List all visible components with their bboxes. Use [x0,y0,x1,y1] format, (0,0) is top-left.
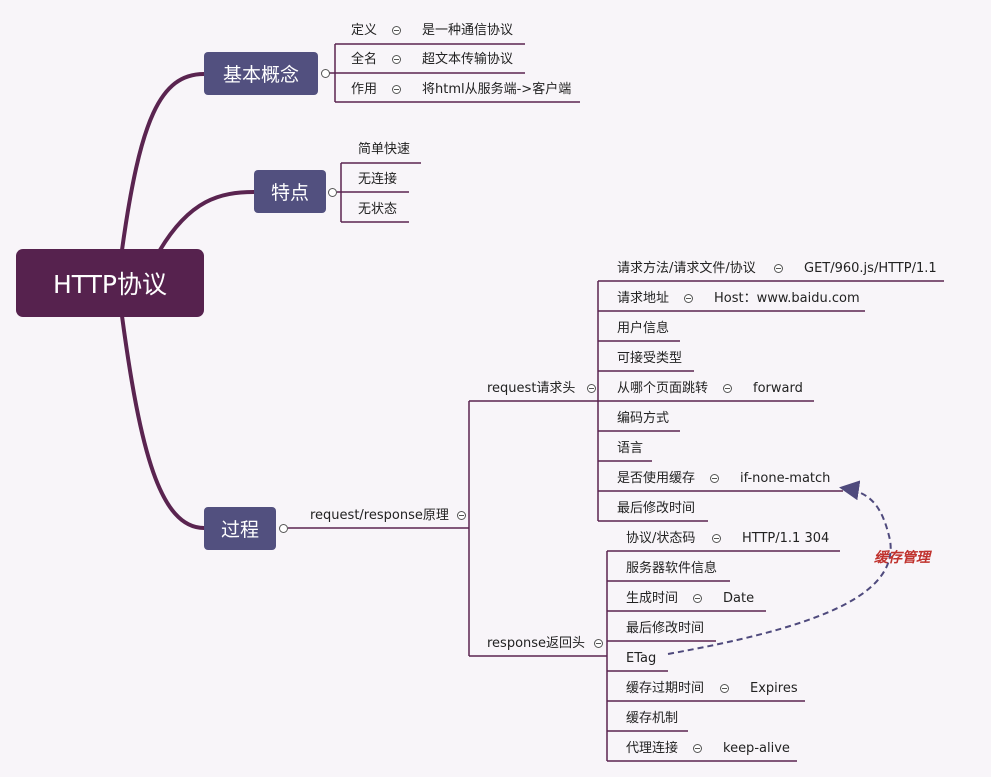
process-branch-label[interactable]: request/response原理 [310,508,449,523]
collapse-icon[interactable] [693,744,702,753]
request-item-label[interactable]: 语言 [617,441,644,456]
feature-item[interactable]: 简单快速 [358,142,411,157]
response-item-value[interactable]: HTTP/1.1 304 [742,531,830,546]
request-item-value[interactable]: Host：www.baidu.com [714,291,860,306]
concept-item-value[interactable]: 将html从服务端->客户端 [422,82,572,97]
concept-item-label[interactable]: 全名 [351,52,378,67]
topic-process[interactable]: 过程 [204,507,276,550]
request-item-value[interactable]: if-none-match [740,471,831,486]
collapse-icon[interactable] [710,474,719,483]
collapse-icon[interactable] [720,684,729,693]
response-item-label[interactable]: 协议/状态码 [626,531,696,546]
response-item-value[interactable]: Expires [750,681,798,696]
request-item-label[interactable]: 请求地址 [617,291,670,306]
collapse-icon[interactable] [684,294,693,303]
response-item-value[interactable]: Date [723,591,755,606]
request-item-label[interactable]: 用户信息 [617,321,670,336]
collapse-icon[interactable] [457,511,466,520]
response-item-label[interactable]: 生成时间 [626,591,679,606]
response-item-label[interactable]: 服务器软件信息 [626,561,718,576]
response-header-label[interactable]: response返回头 [487,636,586,651]
concept-item-value[interactable]: 超文本传输协议 [422,52,514,67]
request-item-label[interactable]: 最后修改时间 [617,501,696,516]
connector-root-features [158,190,256,252]
request-item-value[interactable]: GET/960.js/HTTP/1.1 [804,261,937,276]
response-item-label[interactable]: 最后修改时间 [626,621,705,636]
response-item-label[interactable]: 缓存机制 [626,711,679,726]
request-header-label[interactable]: request请求头 [487,381,576,396]
feature-item[interactable]: 无连接 [358,172,398,187]
feature-item[interactable]: 无状态 [358,202,398,217]
collapse-icon[interactable] [392,55,401,64]
collapse-features-icon[interactable] [328,188,337,197]
connector-root-process [120,314,206,530]
concept-item-label[interactable]: 定义 [351,23,378,38]
request-item-label[interactable]: 是否使用缓存 [617,471,696,486]
response-item-value[interactable]: keep-alive [723,741,790,756]
request-item-label[interactable]: 编码方式 [617,411,670,426]
request-item-label[interactable]: 可接受类型 [617,351,683,366]
collapse-icon[interactable] [587,384,596,393]
collapse-icon[interactable] [392,85,401,94]
topic-concept[interactable]: 基本概念 [204,52,318,95]
collapse-process-icon[interactable] [279,524,288,533]
root-topic[interactable]: HTTP协议 [16,249,204,317]
concept-item-label[interactable]: 作用 [351,82,378,97]
request-item-label[interactable]: 请求方法/请求文件/协议 [617,261,756,276]
response-item-label[interactable]: ETag [626,651,657,666]
request-item-label[interactable]: 从哪个页面跳转 [617,381,709,396]
collapse-icon[interactable] [693,594,702,603]
topic-features[interactable]: 特点 [254,170,326,213]
cache-relationship-line [667,480,892,655]
response-item-label[interactable]: 缓存过期时间 [626,681,705,696]
collapse-icon[interactable] [712,534,721,543]
collapse-icon[interactable] [723,384,732,393]
request-item-value[interactable]: forward [753,381,803,396]
collapse-icon[interactable] [392,26,401,35]
collapse-concept-icon[interactable] [321,69,330,78]
collapse-icon[interactable] [594,639,603,648]
relationship-label[interactable]: 缓存管理 [874,550,930,566]
concept-item-value[interactable]: 是一种通信协议 [422,23,514,38]
collapse-icon[interactable] [774,264,783,273]
response-item-label[interactable]: 代理连接 [626,741,679,756]
connector-root-concept [120,72,206,252]
